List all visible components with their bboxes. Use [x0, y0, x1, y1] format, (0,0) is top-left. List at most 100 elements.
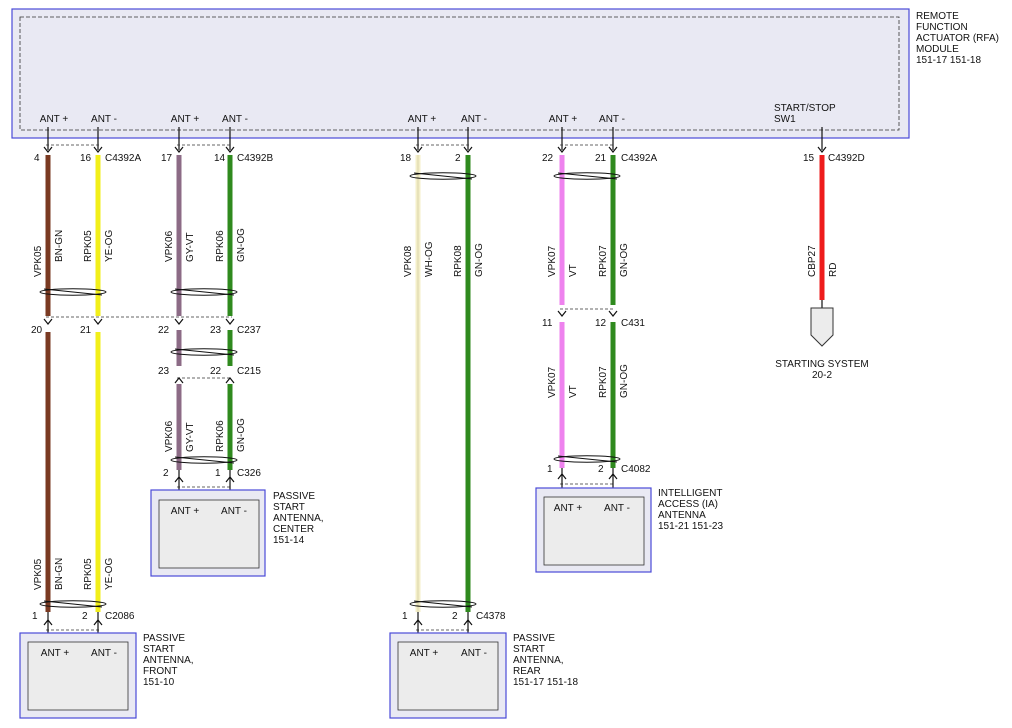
rear-pin-plus: ANT +: [410, 648, 439, 659]
rear-antenna-inner: [397, 641, 499, 711]
front-pin-plus: ANT +: [41, 648, 70, 659]
rfa-label-line-3: ACTUATOR (RFA): [916, 33, 999, 44]
ia-label-3: ANTENNA: [658, 510, 706, 521]
pin-num-c2086-1: 1: [32, 611, 38, 622]
label-vpk08: VPK08: [403, 245, 414, 277]
label-vpk06-upper: VPK06: [164, 230, 175, 262]
twisted-pair-symbols: [39, 172, 621, 608]
label-bngn-lower: BN-GN: [54, 558, 65, 590]
wire-labels: VPK05 BN-GN RPK05 YE-OG VPK06 GY-VT RPK0…: [33, 228, 839, 590]
front-label-4: FRONT: [143, 666, 177, 677]
center-antenna-inner: [158, 499, 260, 569]
label-gnog-rear: GN-OG: [474, 243, 485, 277]
rfa-label-line-4: MODULE: [916, 44, 959, 55]
c237-chevrons: [43, 318, 235, 325]
connector-c237: C237: [237, 325, 261, 336]
front-label-2: START: [143, 644, 175, 655]
pin-num-f-top-1: 4: [34, 153, 40, 164]
twist-ia-upper: [553, 172, 621, 180]
pin-num-c-top-2: 14: [214, 153, 226, 164]
rear-label-5: 151-17 151-18: [513, 677, 578, 688]
pin-num-c-top-1: 17: [161, 153, 173, 164]
label-rpk06-lower: RPK06: [215, 420, 226, 452]
label-rpk07-upper: RPK07: [598, 245, 609, 277]
twist-front-upper: [39, 288, 107, 296]
label-rpk07-lower: RPK07: [598, 366, 609, 398]
c215-chevrons: [174, 377, 235, 384]
center-label-2: START: [273, 502, 305, 513]
twist-rear-lower: [409, 600, 477, 608]
ia-label-4: 151-21 151-23: [658, 521, 723, 532]
center-pin-minus: ANT -: [221, 506, 247, 517]
label-gnog-ia-upper: GN-OG: [619, 243, 630, 277]
pin-label-front-minus: ANT -: [91, 114, 117, 125]
twist-center-upper: [170, 288, 238, 296]
front-label-1: PASSIVE: [143, 633, 185, 644]
c2086-chevrons: [43, 619, 103, 626]
front-antenna-label: PASSIVE START ANTENNA, FRONT 151-10: [143, 633, 194, 688]
pin-label-start-stop-2: SW1: [774, 114, 796, 125]
connector-c2086: C2086: [105, 611, 135, 622]
label-gnog-center-lower: GN-OG: [236, 418, 247, 452]
front-label-5: 151-10: [143, 677, 175, 688]
connector-c431: C431: [621, 318, 645, 329]
pin-num-c431-2: 12: [595, 318, 607, 329]
pin-num-c215-2: 22: [210, 366, 222, 377]
pin-num-c237-1: 22: [158, 325, 170, 336]
rear-antenna-label: PASSIVE START ANTENNA, REAR 151-17 151-1…: [513, 633, 578, 688]
pin-num-c4378-1: 1: [402, 611, 408, 622]
connector-c4082: C4082: [621, 464, 651, 475]
pin-num-r-top-1: 18: [400, 153, 412, 164]
twist-center-lower: [170, 456, 238, 464]
c326-chevrons: [174, 476, 235, 483]
ia-antenna-label: INTELLIGENT ACCESS (IA) ANTENNA 151-21 1…: [658, 488, 723, 532]
connector-c326: C326: [237, 468, 261, 479]
rear-label-3: ANTENNA,: [513, 655, 564, 666]
label-vpk07-lower: VPK07: [547, 366, 558, 398]
pin-num-f-top-2: 16: [80, 153, 92, 164]
label-rpk06-upper: RPK06: [215, 230, 226, 262]
twist-rear-upper: [409, 172, 477, 180]
pin-label-start-stop-1: START/STOP: [774, 103, 836, 114]
rear-label-2: START: [513, 644, 545, 655]
connector-c4392b: C4392B: [237, 153, 273, 164]
label-whog: WH-OG: [424, 241, 435, 277]
pin-num-ia-top-2: 21: [595, 153, 607, 164]
pin-label-rear-plus: ANT +: [408, 114, 437, 125]
label-gnog-ia-lower: GN-OG: [619, 364, 630, 398]
starting-system-ref: 20-2: [812, 370, 832, 381]
center-antenna-label: PASSIVE START ANTENNA, CENTER 151-14: [273, 491, 324, 546]
label-rd: RD: [828, 263, 839, 277]
label-bngn-upper: BN-GN: [54, 230, 65, 262]
rear-label-1: PASSIVE: [513, 633, 555, 644]
pin-label-center-plus: ANT +: [171, 114, 200, 125]
pin-num-f-mid-2: 21: [80, 325, 92, 336]
pin-num-c431-1: 11: [542, 318, 553, 329]
rfa-label-line-5: 151-17 151-18: [916, 55, 981, 66]
rfa-module-inner-dashed: [19, 16, 900, 131]
label-vpk06-lower: VPK06: [164, 420, 175, 452]
ia-label-1: INTELLIGENT: [658, 488, 722, 499]
label-vpk07-upper: VPK07: [547, 245, 558, 277]
label-rpk08: RPK08: [453, 245, 464, 277]
pin-num-c4082-2: 2: [598, 464, 604, 475]
label-rpk05-upper: RPK05: [83, 230, 94, 262]
connector-c215: C215: [237, 366, 261, 377]
rfa-module-box: [11, 8, 910, 139]
front-pin-minus: ANT -: [91, 648, 117, 659]
starting-system-arrow-icon: [810, 307, 834, 347]
pin-num-r-top-2: 2: [455, 153, 461, 164]
pin-num-c237-2: 23: [210, 325, 222, 336]
c431-chevrons: [557, 310, 618, 317]
module-connector-chevrons: [43, 146, 827, 153]
twist-ia-lower: [553, 455, 621, 463]
label-gyvt-lower: GY-VT: [185, 422, 196, 452]
front-antenna-inner: [27, 641, 129, 711]
label-vt-upper: VT: [568, 264, 579, 277]
pin-label-center-minus: ANT -: [222, 114, 248, 125]
label-vpk05-lower: VPK05: [33, 558, 44, 590]
connector-c4392d: C4392D: [828, 153, 865, 164]
pin-num-c326-1: 2: [163, 468, 169, 479]
label-vt-lower: VT: [568, 385, 579, 398]
